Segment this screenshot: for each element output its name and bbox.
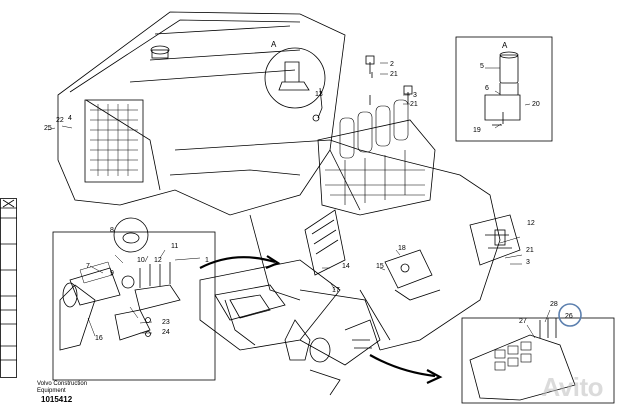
callout-2: 2 [390,61,394,68]
ecu-module [304,209,346,276]
manufacturer-caption: Volvo Construction Equipment [37,381,88,394]
callout-21-2: 21 [410,101,418,108]
callout-3: 3 [413,92,417,99]
callout-11: 11 [171,243,178,250]
side-index-table [0,198,17,378]
callout-6: 6 [485,85,489,92]
filler-cap [150,45,170,55]
callout-21: 21 [390,71,398,78]
detail-a-label: A [271,40,277,49]
callout-7: 7 [86,263,90,270]
control-valve-block [317,119,436,216]
callout-14: 14 [342,263,350,270]
callout-4: 4 [68,115,72,122]
callout-26: 26 [565,313,573,320]
callout-27: 27 [519,318,527,325]
callout-10: 10 [137,257,145,264]
detail-a-circle [264,47,326,109]
callout-5: 5 [480,63,484,70]
callout-16: 16 [95,335,103,342]
callout-8: 8 [110,227,114,234]
document-number: 1015412 [41,395,73,404]
callout-24: 24 [162,329,170,336]
fuse-panel [84,99,144,183]
callout-18: 18 [398,245,406,252]
callout-20: 20 [532,101,540,108]
callout-3-2: 3 [526,259,530,266]
callout-12-2: 12 [527,220,535,227]
callout-22: 22 [56,117,64,124]
right-console-inset [461,317,615,404]
callout-17: 17 [332,287,340,294]
callout-28: 28 [550,301,558,308]
detail-a-inset [455,36,553,142]
watermark-logo: Avito [541,372,603,402]
callout-25: 25 [44,125,52,132]
callout-9: 9 [110,270,114,277]
callout-13: 13 [315,91,323,98]
arrow-to-cab [199,256,276,269]
highlight-ring-26 [558,303,582,327]
callout-23: 23 [162,319,170,326]
callout-19: 19 [473,127,481,134]
left-control-inset [52,231,216,381]
callout-21-3: 21 [526,247,534,254]
callout-8-bubble [113,217,149,253]
callout-15: 15 [376,263,384,270]
callout-12: 12 [154,257,162,264]
detail-a-inset-label: A [502,41,508,50]
callout-1: 1 [205,257,209,264]
arrow-to-console [369,354,436,378]
machine-body-outline [57,11,346,216]
